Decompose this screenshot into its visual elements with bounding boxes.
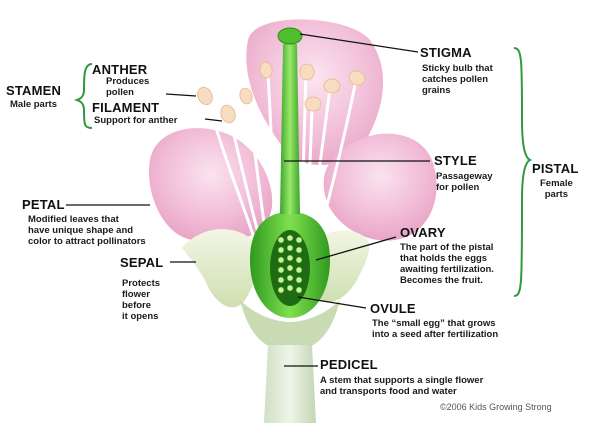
copyright-text: ©2006 Kids Growing Strong bbox=[440, 403, 552, 412]
ovule-title: OVULE bbox=[370, 302, 416, 315]
filament-title: FILAMENT bbox=[92, 101, 159, 114]
sepal-title: SEPAL bbox=[120, 256, 163, 269]
pistal-title: PISTAL bbox=[532, 162, 578, 175]
stigma bbox=[278, 28, 302, 44]
pedicel-title: PEDICEL bbox=[320, 358, 378, 371]
ovary-desc: The part of the pistal that holds the eg… bbox=[400, 242, 494, 286]
anther-desc: Produces pollen bbox=[106, 76, 149, 98]
petal-desc: Modified leaves that have unique shape a… bbox=[28, 214, 146, 247]
petal-title: PETAL bbox=[22, 198, 65, 211]
sepal-left bbox=[182, 229, 257, 307]
filament-desc: Support for anther bbox=[94, 115, 177, 126]
sepal-desc: Protects flower before it opens bbox=[122, 278, 160, 322]
style-desc: Passageway for pollen bbox=[436, 171, 493, 193]
pedicel-desc: A stem that supports a single flower and… bbox=[320, 375, 483, 397]
style bbox=[280, 44, 300, 214]
pistal-bracket bbox=[514, 48, 530, 296]
style-title: STYLE bbox=[434, 154, 477, 167]
stamen-bracket bbox=[77, 64, 92, 128]
anther-title: ANTHER bbox=[92, 63, 147, 76]
ovule-desc: The “small egg” that grows into a seed a… bbox=[372, 318, 498, 340]
stigma-desc: Sticky bulb that catches pollen grains bbox=[422, 63, 493, 96]
stigma-title: STIGMA bbox=[420, 46, 472, 59]
stamen-title: STAMEN bbox=[6, 84, 61, 97]
pistal-desc: Female parts bbox=[540, 178, 573, 200]
pedicel-stem bbox=[264, 345, 316, 423]
stamen-desc: Male parts bbox=[10, 99, 57, 110]
ovary-title: OVARY bbox=[400, 226, 446, 239]
